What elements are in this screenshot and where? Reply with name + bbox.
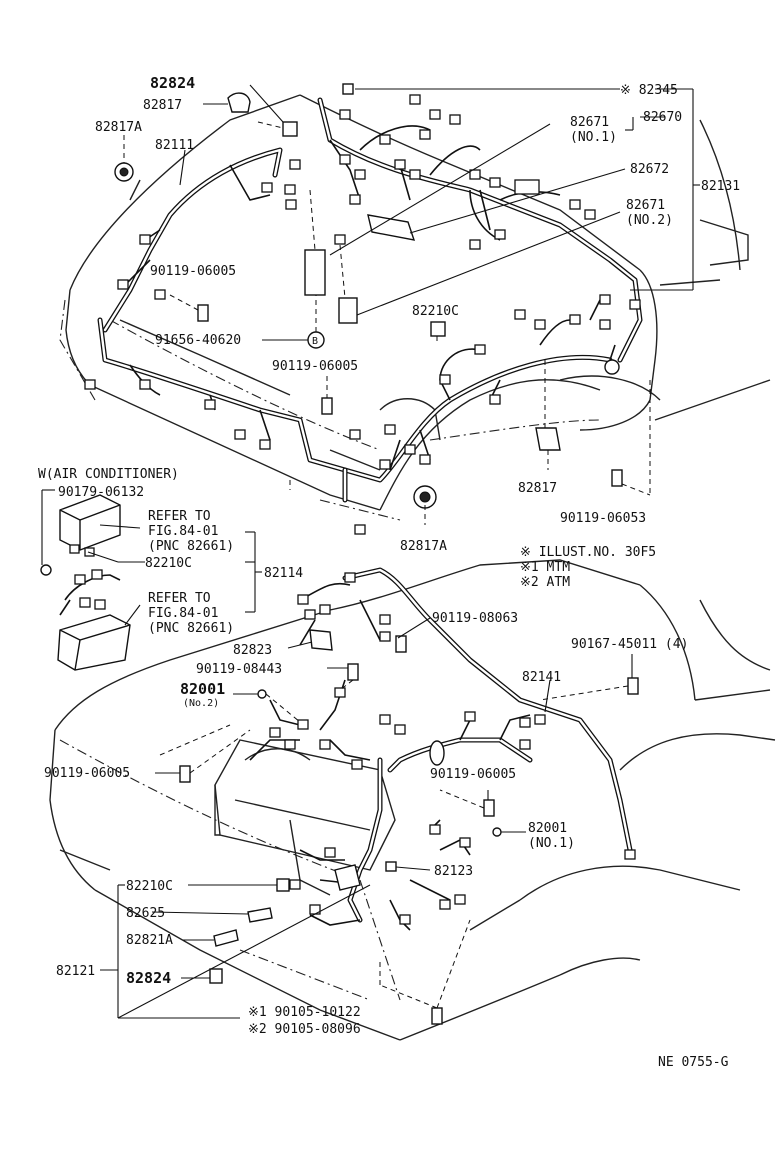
relay-82345 (342, 83, 354, 95)
label-82672: 82672 (630, 162, 669, 177)
connector-82824-top (282, 121, 298, 137)
label-refer1-a: REFER TO (148, 509, 211, 524)
label-91656-40620: 91656-40620 (155, 333, 241, 348)
label-82001-no2-sub: (No.2) (183, 698, 219, 709)
label-82817A-top: 82817A (95, 120, 142, 135)
bolt-90105 (431, 1007, 443, 1025)
label-82817-top: 82817 (143, 98, 182, 113)
label-82114: 82114 (264, 566, 303, 581)
label-90179-06132: 90179-06132 (58, 485, 144, 500)
label-90105-08096: ※2 90105-08096 (248, 1022, 361, 1037)
label-82817A-mid: 82817A (400, 539, 447, 554)
harness-82111 (102, 147, 283, 333)
label-82001-no1: 82001 (528, 821, 567, 836)
label-refer2-c: (PNC 82661) (148, 621, 234, 636)
label-90119-06005-b: 90119-06005 (272, 359, 358, 374)
label-82625: 82625 (126, 906, 165, 921)
label-refer1-c: (PNC 82661) (148, 539, 234, 554)
callout-b: B (312, 336, 318, 347)
clamp-82625 (247, 907, 273, 923)
connector-82210C-bot (276, 878, 290, 892)
part-labels: 82824 82817 82817A 82111 ※ 82345 82671 (… (38, 74, 740, 1070)
bolt-90119-06005-c (179, 765, 191, 783)
label-refer1-b: FIG.84-01 (148, 524, 218, 539)
label-90119-06053: 90119-06053 (560, 511, 646, 526)
bracket-82672 (367, 214, 416, 241)
upper-parts: B (114, 83, 623, 509)
clip-82821A (213, 929, 239, 947)
label-90119-06005-a: 90119-06005 (150, 264, 236, 279)
note-illust: ※ ILLUST.NO. 30F5 (520, 545, 656, 560)
bracket-82823 (309, 629, 333, 651)
label-82210C-ac: 82210C (145, 556, 192, 571)
bolt-90179-06132 (40, 564, 52, 576)
figure-code: NE 0755-G (658, 1055, 729, 1070)
relay-box-upper (59, 494, 121, 551)
label-90119-08443: 90119-08443 (196, 662, 282, 677)
label-90167-45011: 90167-45011 (4) (571, 637, 688, 652)
connector-82824-bot (209, 968, 223, 984)
label-90105-10122: ※1 90105-10122 (248, 1005, 361, 1020)
upper-harness-branches (124, 125, 616, 471)
lower-parts (179, 629, 639, 1025)
terminal-82001-no1 (492, 827, 502, 837)
label-refer2-b: FIG.84-01 (148, 606, 218, 621)
label-82671-no2-sub: (NO.2) (626, 213, 673, 228)
bolt-90119-06005-a (197, 304, 209, 322)
label-82821A: 82821A (126, 933, 173, 948)
connector-82210C-top (430, 321, 446, 337)
bolt-90119-08443 (347, 663, 359, 681)
label-82210C-top: 82210C (412, 304, 459, 319)
terminal-82001-no2 (257, 689, 267, 699)
label-82001-no2: 82001 (180, 680, 225, 698)
harness-82141 (342, 567, 633, 853)
clamp-82817-mid (535, 427, 561, 451)
label-82823: 82823 (233, 643, 272, 658)
bracket-82671-no1 (304, 249, 326, 296)
note-mtm: ※1 MTM (520, 560, 570, 575)
label-90119-06005-c: 90119-06005 (44, 766, 130, 781)
label-82671-no1-sub: (NO.1) (570, 130, 617, 145)
relay-box-lower (57, 614, 131, 671)
label-82131: 82131 (701, 179, 740, 194)
label-82121: 82121 (56, 964, 95, 979)
label-82111: 82111 (155, 138, 194, 153)
lower-connectors (269, 572, 636, 925)
harness-82121 (347, 737, 533, 923)
ac-group (40, 494, 131, 671)
bolt-90119-06005-b (321, 397, 333, 415)
clamp-82817-top (227, 92, 251, 113)
connector-82123 (385, 861, 397, 872)
upper-connectors (84, 94, 641, 535)
note-atm: ※2 ATM (520, 575, 570, 590)
bolt-90119-06005-d (483, 799, 495, 817)
label-90119-08063: 90119-08063 (432, 611, 518, 626)
leader-lines (41, 84, 700, 1019)
label-82824-top: 82824 (150, 74, 195, 92)
label-82001-no1-sub: (NO.1) (528, 836, 575, 851)
bolt-90119-06053 (611, 469, 623, 487)
label-82345: ※ 82345 (620, 83, 678, 98)
relay-82671-no2 (338, 297, 358, 324)
bolt-90167-45011 (627, 677, 639, 695)
label-82210C-bot: 82210C (126, 879, 173, 894)
label-82141: 82141 (522, 670, 561, 685)
label-82817-mid: 82817 (518, 481, 557, 496)
label-refer2-a: REFER TO (148, 591, 211, 606)
label-82671-no2: 82671 (626, 198, 665, 213)
label-90119-06005-d: 90119-06005 (430, 767, 516, 782)
label-82123: 82123 (434, 864, 473, 879)
bolt-90119-08063 (395, 635, 407, 653)
label-82671-no1: 82671 (570, 115, 609, 130)
grommet-82121 (429, 740, 445, 766)
label-82824-bot: 82824 (126, 969, 171, 987)
label-82670: 82670 (643, 110, 682, 125)
harness-82131 (97, 97, 643, 503)
label-ac-group: W(AIR CONDITIONER) (38, 467, 179, 482)
grommet-right (604, 359, 620, 375)
